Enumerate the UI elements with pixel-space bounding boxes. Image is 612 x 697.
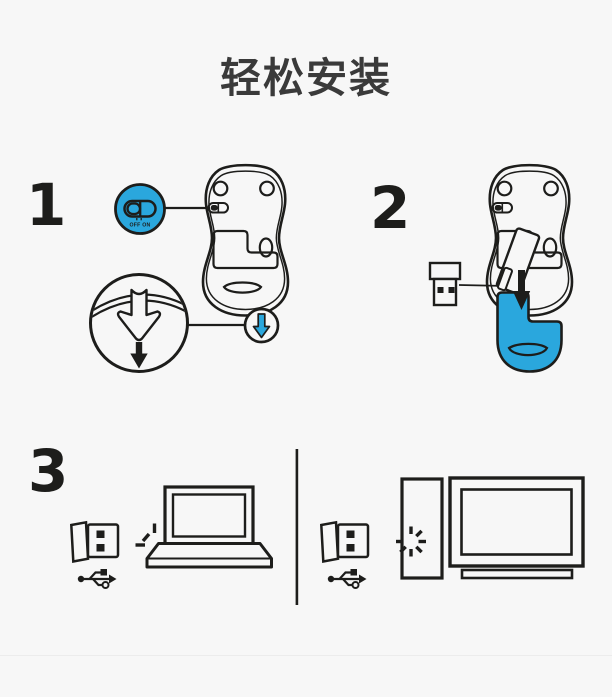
usb-receiver-side-icon <box>320 521 370 563</box>
usb-symbol-icon <box>326 567 368 590</box>
power-switch-callout-icon: OFF ON <box>114 183 166 235</box>
arrow-down-icon <box>130 342 148 369</box>
section-divider <box>295 449 299 605</box>
step-2-number: 2 <box>370 174 411 242</box>
battery-cover-icon <box>496 291 563 373</box>
plug-sparkle-icon <box>135 523 157 547</box>
battery-icon <box>495 227 541 295</box>
bottom-separator <box>0 655 612 656</box>
switch-off-on-label: OFF ON <box>129 223 150 229</box>
page-title: 轻松安装 <box>220 55 392 101</box>
cover-arrow-magnifier-icon <box>89 273 189 373</box>
mouse-bottom-icon <box>201 163 290 317</box>
step-1-number: 1 <box>26 171 67 239</box>
usb-receiver-front-icon <box>428 261 462 307</box>
tv-icon <box>448 476 585 580</box>
slide-cover-arrow-icon <box>243 307 280 344</box>
usb-receiver-side-icon <box>70 521 120 563</box>
insert-arrow-icon <box>512 270 531 310</box>
pc-tower-icon <box>400 477 444 580</box>
laptop-icon <box>145 485 273 569</box>
usb-symbol-icon <box>76 567 118 590</box>
connecting-spinner-icon <box>396 526 426 557</box>
step-3-number: 3 <box>28 437 69 505</box>
